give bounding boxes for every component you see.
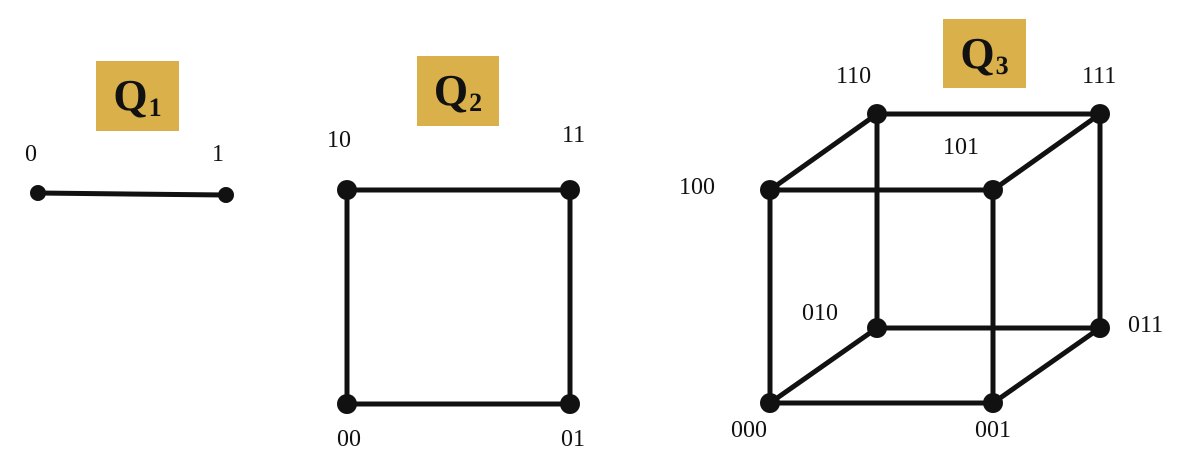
q2-label-00: 00 [337,426,361,452]
q2-node-00 [337,394,357,414]
q2-node-01 [560,394,580,414]
q1-label-1: 1 [212,141,224,167]
q3-node-011 [1090,318,1110,338]
q3-title-subscript: 3 [995,50,1009,80]
q3-graph [760,104,1110,413]
q3-edge-000-010 [767,325,880,406]
q1-node-1 [218,187,234,203]
q3-label-000: 000 [731,417,767,443]
q3-node-001 [983,393,1003,413]
q3-label-101: 101 [943,134,979,160]
q3-label-100: 100 [679,174,715,200]
q2-label-10: 10 [327,127,351,153]
q1-edge-0-1 [35,190,229,198]
q1-title-subscript: 1 [148,93,162,122]
q3-label-110: 110 [836,63,872,89]
q3-node-110 [867,104,887,124]
q3-node-010 [867,318,887,338]
q3-node-000 [760,393,780,413]
q1-graph [30,185,234,203]
q3-label-001: 001 [975,417,1011,443]
q3-node-111 [1090,104,1110,124]
q3-label-111: 111 [1082,63,1117,89]
q3-edge-100-110 [767,111,880,193]
q2-title-subscript: 2 [469,88,483,117]
q1-title-letter: Q [113,71,148,120]
q2-graph [337,180,580,414]
q2-label-11: 11 [562,122,586,148]
q1-label-0: 0 [25,141,37,167]
q2-label-01: 01 [561,426,585,452]
q3-edge-101-111 [990,111,1103,193]
q3-node-101 [983,180,1003,200]
q3-label-010: 010 [802,300,838,326]
q2-title-letter: Q [433,66,469,115]
q3-edge-001-011 [990,325,1103,406]
q3-title-letter: Q [960,28,995,78]
q2-node-10 [337,180,357,200]
q3-label-011: 011 [1128,312,1164,338]
q3-node-100 [760,180,780,200]
q2-node-11 [560,180,580,200]
q1-node-0 [30,185,46,201]
